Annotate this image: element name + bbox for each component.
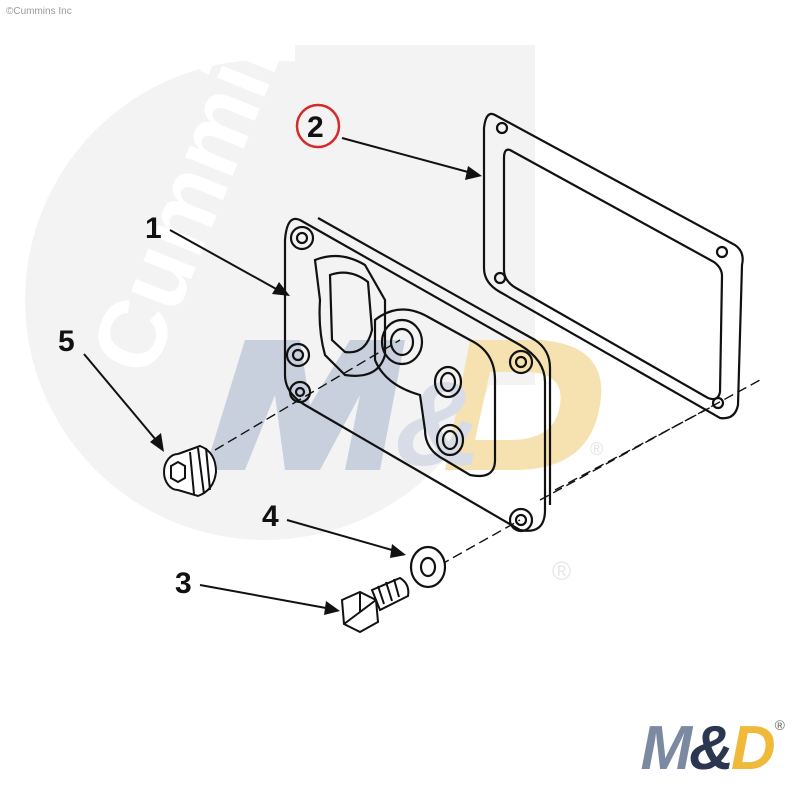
callout-5-arrowhead (150, 433, 164, 452)
watermark-block (295, 45, 535, 385)
callout-4-leader (286, 519, 393, 551)
logo-letter-m: M (640, 714, 692, 783)
callout-1-arrowhead (272, 282, 290, 296)
logo-registered-mark: ® (774, 717, 785, 733)
watermark: Cummins & ® ® (25, 0, 603, 586)
cap-screw (340, 576, 410, 634)
logo-ampersand: & (689, 714, 734, 783)
callout-1-number: 1 (145, 212, 162, 245)
logo-letter-d: D (730, 714, 776, 783)
callout-4-arrowhead (390, 544, 406, 558)
callout-2-leader (341, 137, 469, 173)
callout-1-leader (169, 229, 279, 291)
watermark-registered-2: ® (552, 556, 571, 586)
watermark-amp: & (395, 357, 482, 491)
washer (409, 545, 447, 589)
watermark-registered-1: ® (590, 439, 603, 459)
callouts: 1 2 3 4 5 (58, 103, 482, 615)
callout-5-leader (83, 353, 157, 441)
md-corner-logo: M&D® (640, 717, 785, 780)
callout-2-arrowhead (465, 166, 482, 180)
cover-plate (283, 217, 552, 533)
assembly-lines (214, 339, 761, 566)
copyright-text: ©Cummins Inc (6, 6, 72, 17)
callout-3-number: 3 (175, 567, 192, 600)
callout-2-number: 2 (307, 111, 324, 144)
plug (163, 444, 218, 498)
callout-2-highlight-circle (295, 103, 341, 149)
callout-4-number: 4 (262, 500, 279, 533)
callout-5-number: 5 (58, 325, 75, 358)
gasket (482, 112, 744, 420)
callout-3-leader (199, 584, 327, 609)
callout-3-arrowhead (324, 601, 340, 615)
